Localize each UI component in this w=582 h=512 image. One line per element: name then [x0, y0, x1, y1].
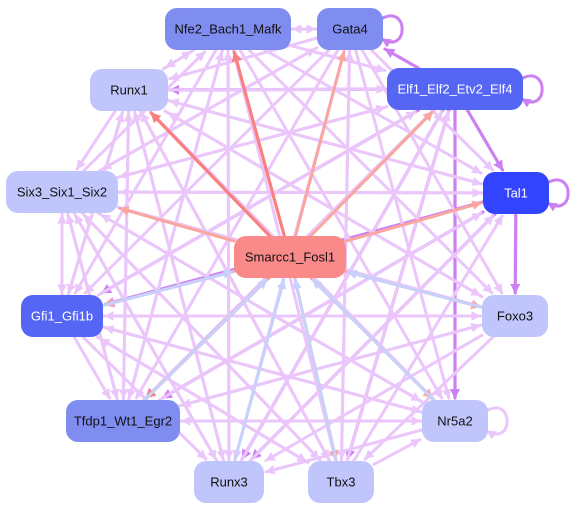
edge-tfdp1-to-smarcc1: [142, 278, 269, 402]
edge-tbx3-to-runx1: [139, 111, 332, 463]
self-loop-nr5a2: [485, 406, 509, 440]
node-runx3[interactable]: Runx3: [194, 461, 264, 503]
edge-smarcc1-to-elf1: [309, 110, 434, 238]
self-loops-layer: [380, 14, 570, 440]
node-tbx3[interactable]: Tbx3: [308, 461, 374, 503]
hub-edges-layer: [101, 50, 484, 463]
edge-six3-to-nfe2: [81, 50, 207, 173]
edge-gata4-to-tfdp1: [134, 48, 340, 400]
edge-tal1-to-foxo3: [510, 212, 521, 295]
node-box-gfi1: [21, 295, 103, 337]
edge-gfi1-to-elf1: [96, 110, 417, 297]
edge-smarcc1-to-nfe2: [231, 50, 286, 238]
node-six3[interactable]: Six3_Six1_Six2: [6, 171, 118, 213]
edge-smarcc1-to-tal1: [344, 200, 483, 243]
node-gfi1[interactable]: Gfi1_Gfi1b: [21, 295, 103, 337]
node-box-tal1: [483, 172, 549, 214]
edge-gata4-to-runx1: [168, 36, 319, 82]
edge-runx3-to-elf1: [239, 110, 444, 463]
node-box-gata4: [317, 8, 383, 50]
edge-runx1-to-nfe2: [161, 50, 193, 71]
edge-tbx3-to-nr5a2: [372, 438, 422, 466]
edge-smarcc1-to-gata4: [294, 50, 347, 238]
edge-nfe2-to-nr5a2: [238, 48, 444, 400]
edge-runx3-to-smarcc1: [233, 278, 287, 463]
edge-tbx3-to-gfi1: [99, 337, 310, 464]
edge-tal1-to-six3: [118, 187, 485, 197]
edge-elf1-to-six3: [118, 105, 389, 180]
node-box-runx1: [90, 69, 168, 111]
node-nfe2[interactable]: Nfe2_Bach1_Mafk: [165, 8, 291, 50]
node-box-tbx3: [308, 461, 374, 503]
edge-gfi1-to-smarcc1: [101, 269, 234, 307]
node-tal1[interactable]: Tal1: [483, 172, 549, 214]
node-box-elf1: [387, 68, 523, 110]
self-loop-gata4: [380, 14, 404, 48]
node-smarcc1[interactable]: Smarcc1_Fosl1: [234, 236, 346, 278]
edge-smarcc1-to-six3: [118, 206, 236, 243]
edge-foxo3-to-smarcc1: [346, 269, 484, 309]
edge-runx3-to-nfe2: [223, 50, 233, 463]
node-box-smarcc1: [234, 236, 346, 278]
edge-tal1-to-runx1: [168, 98, 485, 186]
edge-nr5a2-to-runx3: [264, 428, 424, 475]
node-box-nr5a2: [422, 400, 488, 442]
self-loop-tal1: [546, 178, 570, 212]
edge-runx1-to-elf1: [166, 84, 387, 95]
edge-elf1-to-tal1: [465, 108, 505, 172]
edge-gfi1-to-tfdp1: [72, 335, 112, 400]
edge-tfdp1-to-tal1: [157, 211, 483, 402]
node-nr5a2[interactable]: Nr5a2: [422, 400, 488, 442]
edge-runx1-to-six3: [75, 109, 117, 171]
node-elf1[interactable]: Elf1_Elf2_Etv2_Elf4: [387, 68, 523, 110]
node-box-tfdp1: [66, 400, 180, 442]
edge-tbx3-to-smarcc1: [292, 278, 338, 463]
node-box-foxo3: [482, 295, 548, 337]
edge-gata4-to-six3: [101, 46, 319, 171]
edge-nr5a2-to-smarcc1: [311, 278, 436, 402]
node-box-six3: [6, 171, 118, 213]
self-loop-elf1: [520, 74, 544, 108]
edge-nr5a2-to-six3: [100, 213, 424, 404]
node-runx1[interactable]: Runx1: [90, 69, 168, 111]
edge-foxo3-to-runx1: [166, 111, 484, 299]
edge-nr5a2-to-gfi1: [103, 325, 424, 414]
edge-elf1-to-gata4: [383, 47, 420, 70]
node-box-runx3: [194, 461, 264, 503]
node-box-nfe2: [165, 8, 291, 50]
edge-smarcc1-to-runx1: [149, 111, 272, 238]
node-foxo3[interactable]: Foxo3: [482, 295, 548, 337]
node-tfdp1[interactable]: Tfdp1_Wt1_Egr2: [66, 400, 180, 442]
node-gata4[interactable]: Gata4: [317, 8, 383, 50]
